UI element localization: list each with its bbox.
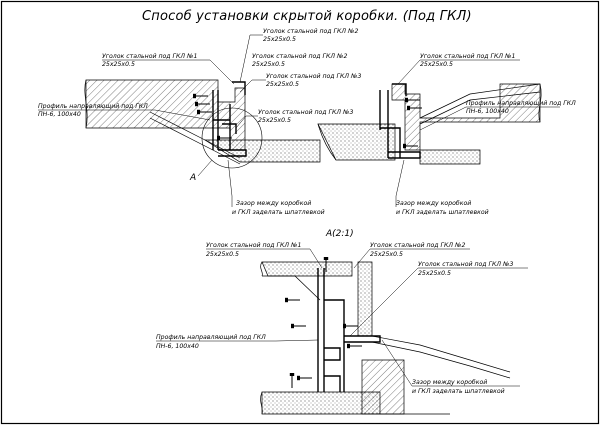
right-section (317, 83, 542, 165)
detail-circle (201, 107, 263, 169)
left-labels: Уголок стальной под ГКЛ №1 25х25х0.5 Уго… (38, 28, 361, 216)
left-gap-label-2: и ГКЛ заделать шпатлевкой (232, 209, 325, 216)
detail-angle3-size: 25х25х0.5 (418, 270, 451, 277)
right-gap-label-2: и ГКЛ заделать шпатлевкой (396, 209, 489, 216)
detail-a: А(2:1) (260, 229, 511, 415)
left-angle2b-size: 25х25х0.5 (252, 61, 285, 68)
right-profile-label: Профиль направляющий под ГКЛ (466, 100, 576, 107)
right-angle1-size: 25х25х0.5 (420, 61, 453, 68)
detail-labels: Уголок стальной под ГКЛ №1 25х25х0.5 Уго… (156, 242, 528, 395)
left-angle3-size: 25х25х0.5 (266, 81, 299, 88)
detail-profile-size: ПН-6, 100х40 (156, 343, 199, 350)
detail-mark-label: А (189, 173, 196, 183)
detail-angle3-label: Уголок стальной под ГКЛ №3 (418, 261, 513, 268)
detail-angle1-size: 25х25х0.5 (206, 251, 239, 258)
left-angle1-size: 25х25х0.5 (102, 61, 135, 68)
detail-angle2-label: Уголок стальной под ГКЛ №2 (370, 242, 465, 249)
left-angle2-label: Уголок стальной под ГКЛ №2 (263, 28, 358, 35)
left-angle3-label: Уголок стальной под ГКЛ №3 (266, 73, 361, 80)
left-angle3b-label: Уголок стальной под ГКЛ №3 (258, 109, 353, 116)
left-angle2-size: 25х25х0.5 (263, 36, 296, 43)
right-angle1-label: Уголок стальной под ГКЛ №1 (420, 53, 515, 60)
detail-gap-label-2: и ГКЛ заделать шпатлевкой (412, 388, 505, 395)
left-angle1-label: Уголок стальной под ГКЛ №1 (102, 53, 197, 60)
left-profile-label: Профиль направляющий под ГКЛ (38, 103, 148, 110)
detail-angle2-size: 25х25х0.5 (370, 251, 403, 258)
left-profile-size: ПН-6, 100х40 (38, 111, 81, 118)
left-angle2b-label: Уголок стальной под ГКЛ №2 (252, 53, 347, 60)
right-profile-size: ПН-6, 100х40 (466, 108, 509, 115)
detail-angle1-label: Уголок стальной под ГКЛ №1 (206, 242, 301, 249)
detail-profile-label: Профиль направляющий под ГКЛ (156, 334, 266, 341)
drawing-title: Способ установки скрытой коробки. (Под Г… (142, 9, 472, 24)
right-gap-label-1: Зазор между коробкой (396, 199, 471, 207)
right-labels: Уголок стальной под ГКЛ №1 25х25х0.5 Про… (395, 53, 576, 216)
detail-title: А(2:1) (325, 229, 354, 239)
left-angle3b-size: 25х25х0.5 (258, 117, 291, 124)
left-section: А (84, 79, 321, 183)
detail-gap-label-1: Зазор между коробкой (412, 378, 487, 386)
left-gap-label-1: Зазор между коробкой (236, 199, 311, 207)
